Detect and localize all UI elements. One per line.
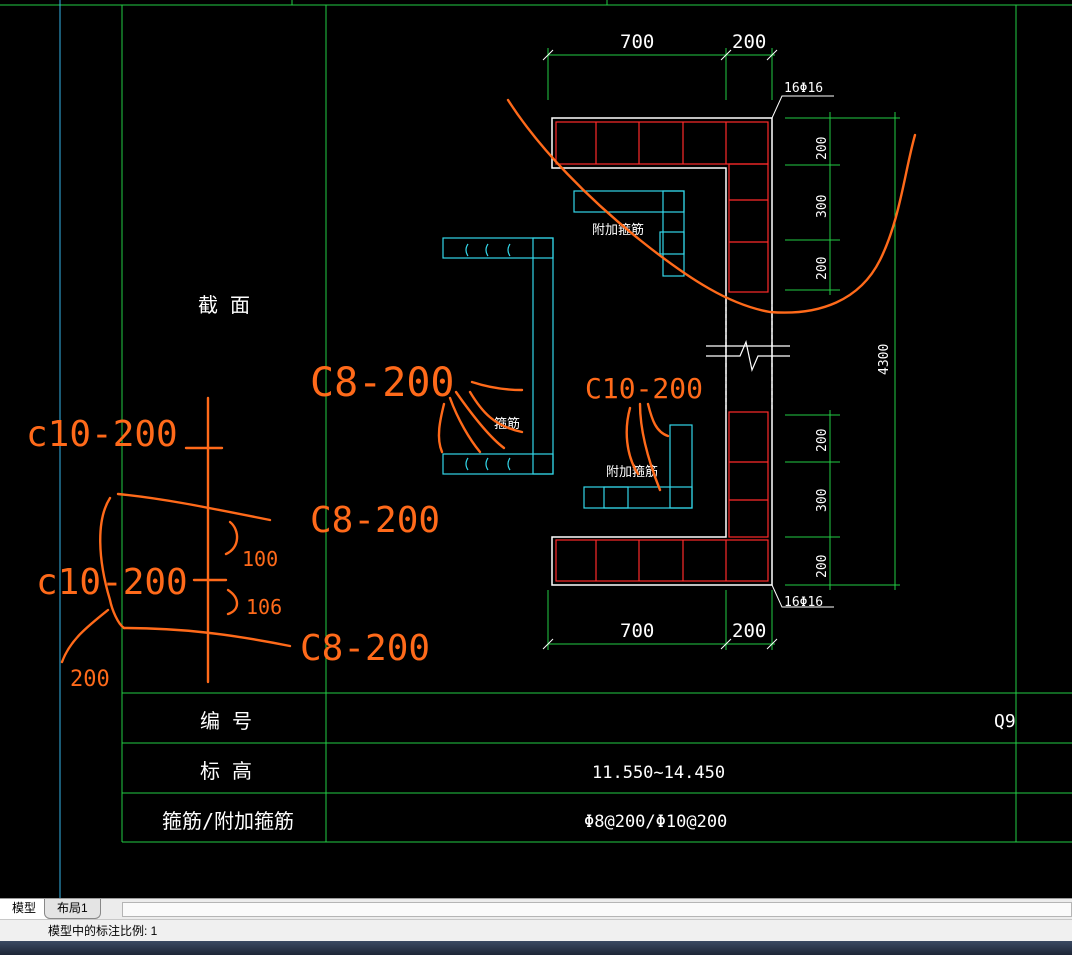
hand-c10-left-mid: c10-200 <box>36 562 188 603</box>
rebar-top-label: 16Φ16 <box>784 81 823 96</box>
dim-bottom-right: 200 <box>732 620 766 642</box>
dim-top-left: 700 <box>620 31 654 53</box>
horizontal-scrollbar[interactable] <box>122 902 1072 917</box>
layout-tab-bar: 模型 布局1 <box>0 898 1072 920</box>
tab-model[interactable]: 模型 <box>0 899 50 919</box>
stirrup-detail-top <box>573 190 685 277</box>
dim-right-200-b: 200 <box>815 257 830 280</box>
dim-right-300-a: 300 <box>815 195 830 218</box>
stirrup-detail-left <box>442 237 554 475</box>
hand-spacing-a: 100 <box>242 547 278 571</box>
dim-bottom-left: 700 <box>620 620 654 642</box>
table-row3-label: 箍筋/附加箍筋 <box>162 809 294 833</box>
status-text: 模型中的标注比例: 1 <box>48 924 158 938</box>
label-stirrup: 箍筋 <box>494 416 520 432</box>
hand-c8-left-bottom: C8-200 <box>300 628 430 669</box>
section-title: 截 面 <box>198 293 250 317</box>
status-bar: 模型中的标注比例: 1 <box>0 919 1072 942</box>
dim-total-height: 4300 <box>877 344 892 375</box>
table-row1-label: 编 号 <box>200 709 252 733</box>
dim-top-right: 200 <box>732 31 766 53</box>
hand-spacing-b: 106 <box>246 595 282 619</box>
table-row2-label: 标 高 <box>200 759 252 783</box>
tab-layout1[interactable]: 布局1 <box>44 899 101 919</box>
table-row1-value: Q9 <box>994 711 1016 732</box>
table-row3-value: Φ8@200/Φ10@200 <box>584 812 727 832</box>
rebar-web <box>728 163 769 538</box>
right-dimension <box>785 112 900 590</box>
dim-right-200-d: 200 <box>815 555 830 578</box>
dim-right-200-a: 200 <box>815 137 830 160</box>
hand-c10-left-top: c10-200 <box>26 414 178 455</box>
label-extra-bottom: 附加箍筋 <box>606 464 658 480</box>
rebar-bottom-label: 16Φ16 <box>784 595 823 610</box>
rebar-top-flange <box>555 121 769 165</box>
top-dimension <box>542 48 778 100</box>
dim-right-300-b: 300 <box>815 489 830 512</box>
handwritten-strokes <box>60 98 917 684</box>
dim-right-200-c: 200 <box>815 429 830 452</box>
hand-c8-main: C8-200 <box>310 360 455 406</box>
rebar-callout-lines <box>771 95 834 608</box>
table-row2-value: 11.550~14.450 <box>592 763 725 783</box>
hand-width-note: 200 <box>70 667 110 692</box>
break-line <box>706 300 790 410</box>
bottom-dimension <box>542 590 778 650</box>
hand-c8-left-mid: C8-200 <box>310 500 440 541</box>
rebar-bottom-flange <box>555 539 769 582</box>
drawing-canvas[interactable]: 700 200 700 200 200 300 200 200 300 200 … <box>0 0 1072 898</box>
cad-drawing: 700 200 700 200 200 300 200 200 300 200 … <box>0 0 1072 898</box>
stirrup-detail-bottom <box>583 424 693 509</box>
taskbar <box>0 941 1072 955</box>
frame-lines <box>0 0 1072 843</box>
wall-outline <box>551 117 773 586</box>
hand-c10-main: C10-200 <box>585 372 703 405</box>
